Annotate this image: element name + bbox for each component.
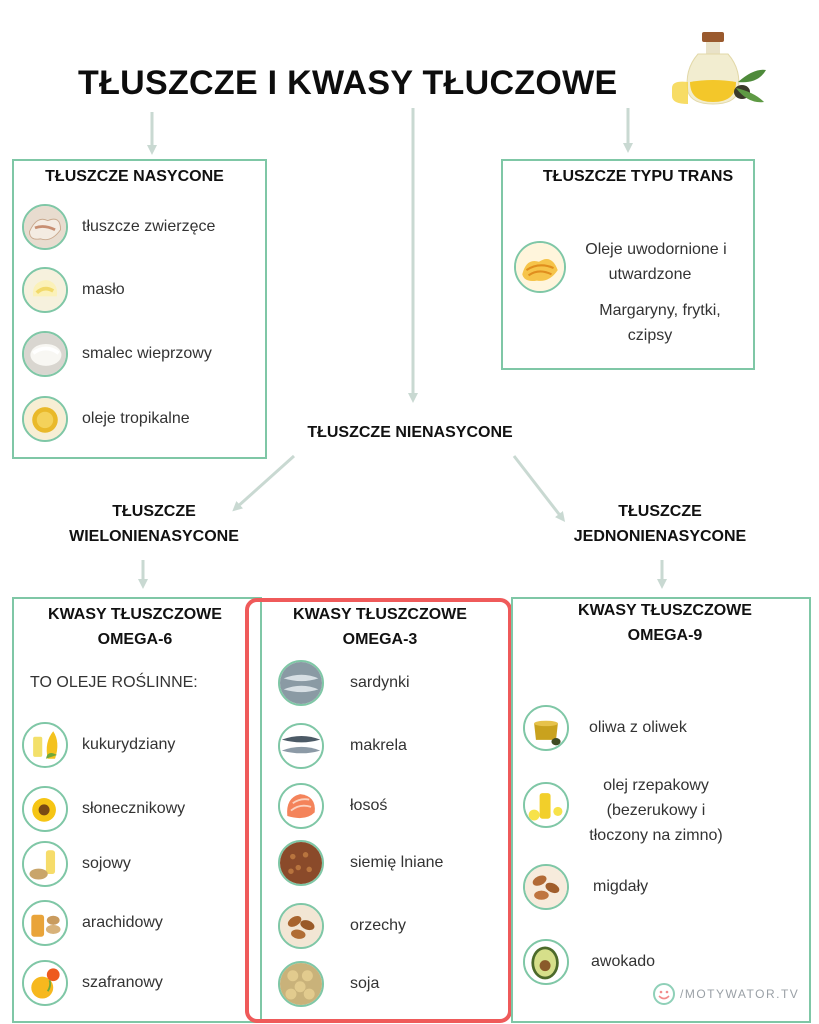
list-item: migdały bbox=[523, 864, 648, 910]
trans-fats-heading: TŁUSZCZE TYPU TRANS bbox=[542, 168, 734, 185]
list-item: siemię lniane bbox=[278, 840, 443, 886]
almonds-icon bbox=[523, 864, 569, 910]
monounsaturated-heading-line-1: TŁUSZCZE bbox=[618, 503, 702, 520]
list-item: makrela bbox=[278, 723, 407, 769]
sardines-icon bbox=[278, 660, 324, 706]
list-item: smalec wieprzowy bbox=[22, 331, 212, 377]
list-item: oliwa z oliwek bbox=[523, 705, 687, 751]
flaxseed-icon bbox=[278, 840, 324, 886]
chips-icon bbox=[514, 241, 566, 293]
trans-text-line-4: czipsy bbox=[627, 327, 673, 344]
rapeseed-text-line-2: (bezerukowy i bbox=[606, 802, 706, 819]
corn-icon bbox=[22, 722, 68, 768]
saturated-fats-box bbox=[12, 159, 267, 459]
monounsaturated-heading-line-2: JEDNONIENASYCONE bbox=[573, 528, 747, 545]
list-item: soja bbox=[278, 961, 379, 1007]
trans-text-line-2: utwardzone bbox=[608, 266, 692, 283]
omega6-subtitle: TO OLEJE ROŚLINNE: bbox=[30, 674, 198, 691]
list-item: tłuszcze zwierzęce bbox=[22, 204, 215, 250]
list-item: sojowy bbox=[22, 841, 131, 887]
polyunsaturated-heading-line-2: WIELONIENASYCONE bbox=[69, 528, 239, 545]
saturated-fats-heading: TŁUSZCZE NASYCONE bbox=[45, 168, 224, 185]
butter-icon bbox=[22, 267, 68, 313]
omega9-heading-line-1: KWASY TŁUSZCZOWE bbox=[578, 602, 752, 619]
omega6-box bbox=[12, 597, 262, 1023]
trans-fats-box bbox=[501, 159, 755, 370]
soy-oil-icon bbox=[22, 841, 68, 887]
page-title: TŁUSZCZE I KWASY TŁUCZOWE bbox=[78, 64, 618, 102]
omega3-heading-line-1: KWASY TŁUSZCZOWE bbox=[293, 606, 467, 623]
polyunsaturated-heading-line-1: TŁUSZCZE bbox=[112, 503, 196, 520]
olive-oil-icon bbox=[523, 705, 569, 751]
omega9-heading-line-2: OMEGA-9 bbox=[627, 627, 703, 644]
list-item: sardynki bbox=[278, 660, 410, 706]
list-item: orzechy bbox=[278, 903, 406, 949]
omega9-box bbox=[511, 597, 811, 1023]
list-item: masło bbox=[22, 267, 125, 313]
list-item: oleje tropikalne bbox=[22, 396, 190, 442]
trans-text-line-3: Margaryny, frytki, bbox=[599, 302, 721, 319]
oil-bottle-icon bbox=[672, 32, 766, 105]
watermark-text: /MOTYWATOR.TV bbox=[680, 987, 800, 1001]
omega3-box bbox=[245, 598, 512, 1023]
smiley-logo-icon bbox=[653, 983, 675, 1005]
list-item: łosoś bbox=[278, 783, 387, 829]
watermark: /MOTYWATOR.TV bbox=[652, 982, 799, 1006]
nuts-icon bbox=[278, 903, 324, 949]
peanut-oil-icon bbox=[22, 900, 68, 946]
salmon-icon bbox=[278, 783, 324, 829]
unsaturated-fats-heading: TŁUSZCZE NIENASYCONE bbox=[307, 424, 513, 441]
soybeans-icon bbox=[278, 961, 324, 1007]
omega3-heading-line-2: OMEGA-3 bbox=[342, 631, 418, 648]
tropical-oil-icon bbox=[22, 396, 68, 442]
list-item: arachidowy bbox=[22, 900, 163, 946]
avocado-icon bbox=[523, 939, 569, 985]
rapeseed-oil-icon bbox=[523, 782, 569, 828]
animal-fat-icon bbox=[22, 204, 68, 250]
omega6-heading-line-1: KWASY TŁUSZCZOWE bbox=[48, 606, 222, 623]
list-item: kukurydziany bbox=[22, 722, 175, 768]
safflower-icon bbox=[22, 960, 68, 1006]
list-item: słonecznikowy bbox=[22, 786, 185, 832]
list-item: szafranowy bbox=[22, 960, 163, 1006]
lard-icon bbox=[22, 331, 68, 377]
rapeseed-text-line-3: tłoczony na zimno) bbox=[589, 827, 723, 844]
mackerel-icon bbox=[278, 723, 324, 769]
trans-text-line-1: Oleje uwodornione i bbox=[585, 241, 727, 258]
omega6-heading-line-2: OMEGA-6 bbox=[97, 631, 173, 648]
rapeseed-text-line-1: olej rzepakowy bbox=[603, 777, 709, 794]
sunflower-icon bbox=[22, 786, 68, 832]
list-item: awokado bbox=[523, 939, 655, 985]
